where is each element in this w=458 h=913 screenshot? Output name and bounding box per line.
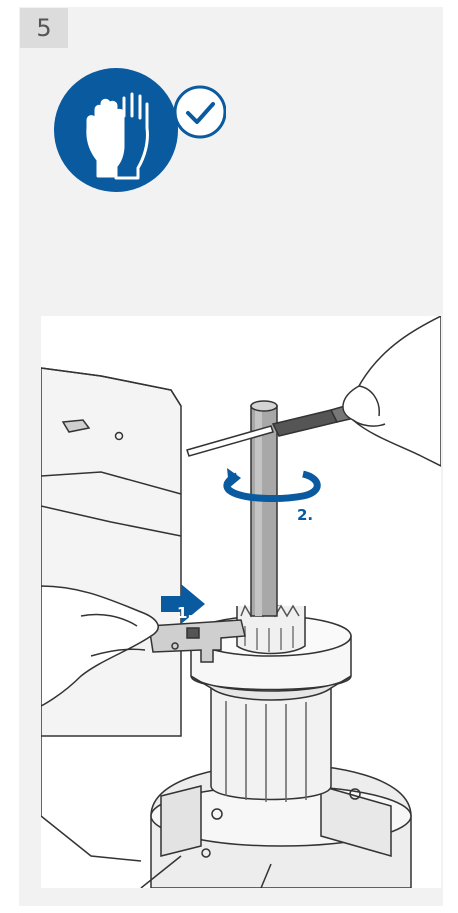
callout-step1: 1.	[177, 604, 193, 622]
checkmark-icon	[175, 87, 225, 137]
step-number-badge: 5	[20, 8, 68, 48]
ppe-gloves-sign	[54, 68, 226, 192]
callout-step2: 2.	[297, 506, 313, 524]
maintenance-illustration: 1. 2.	[41, 316, 441, 888]
